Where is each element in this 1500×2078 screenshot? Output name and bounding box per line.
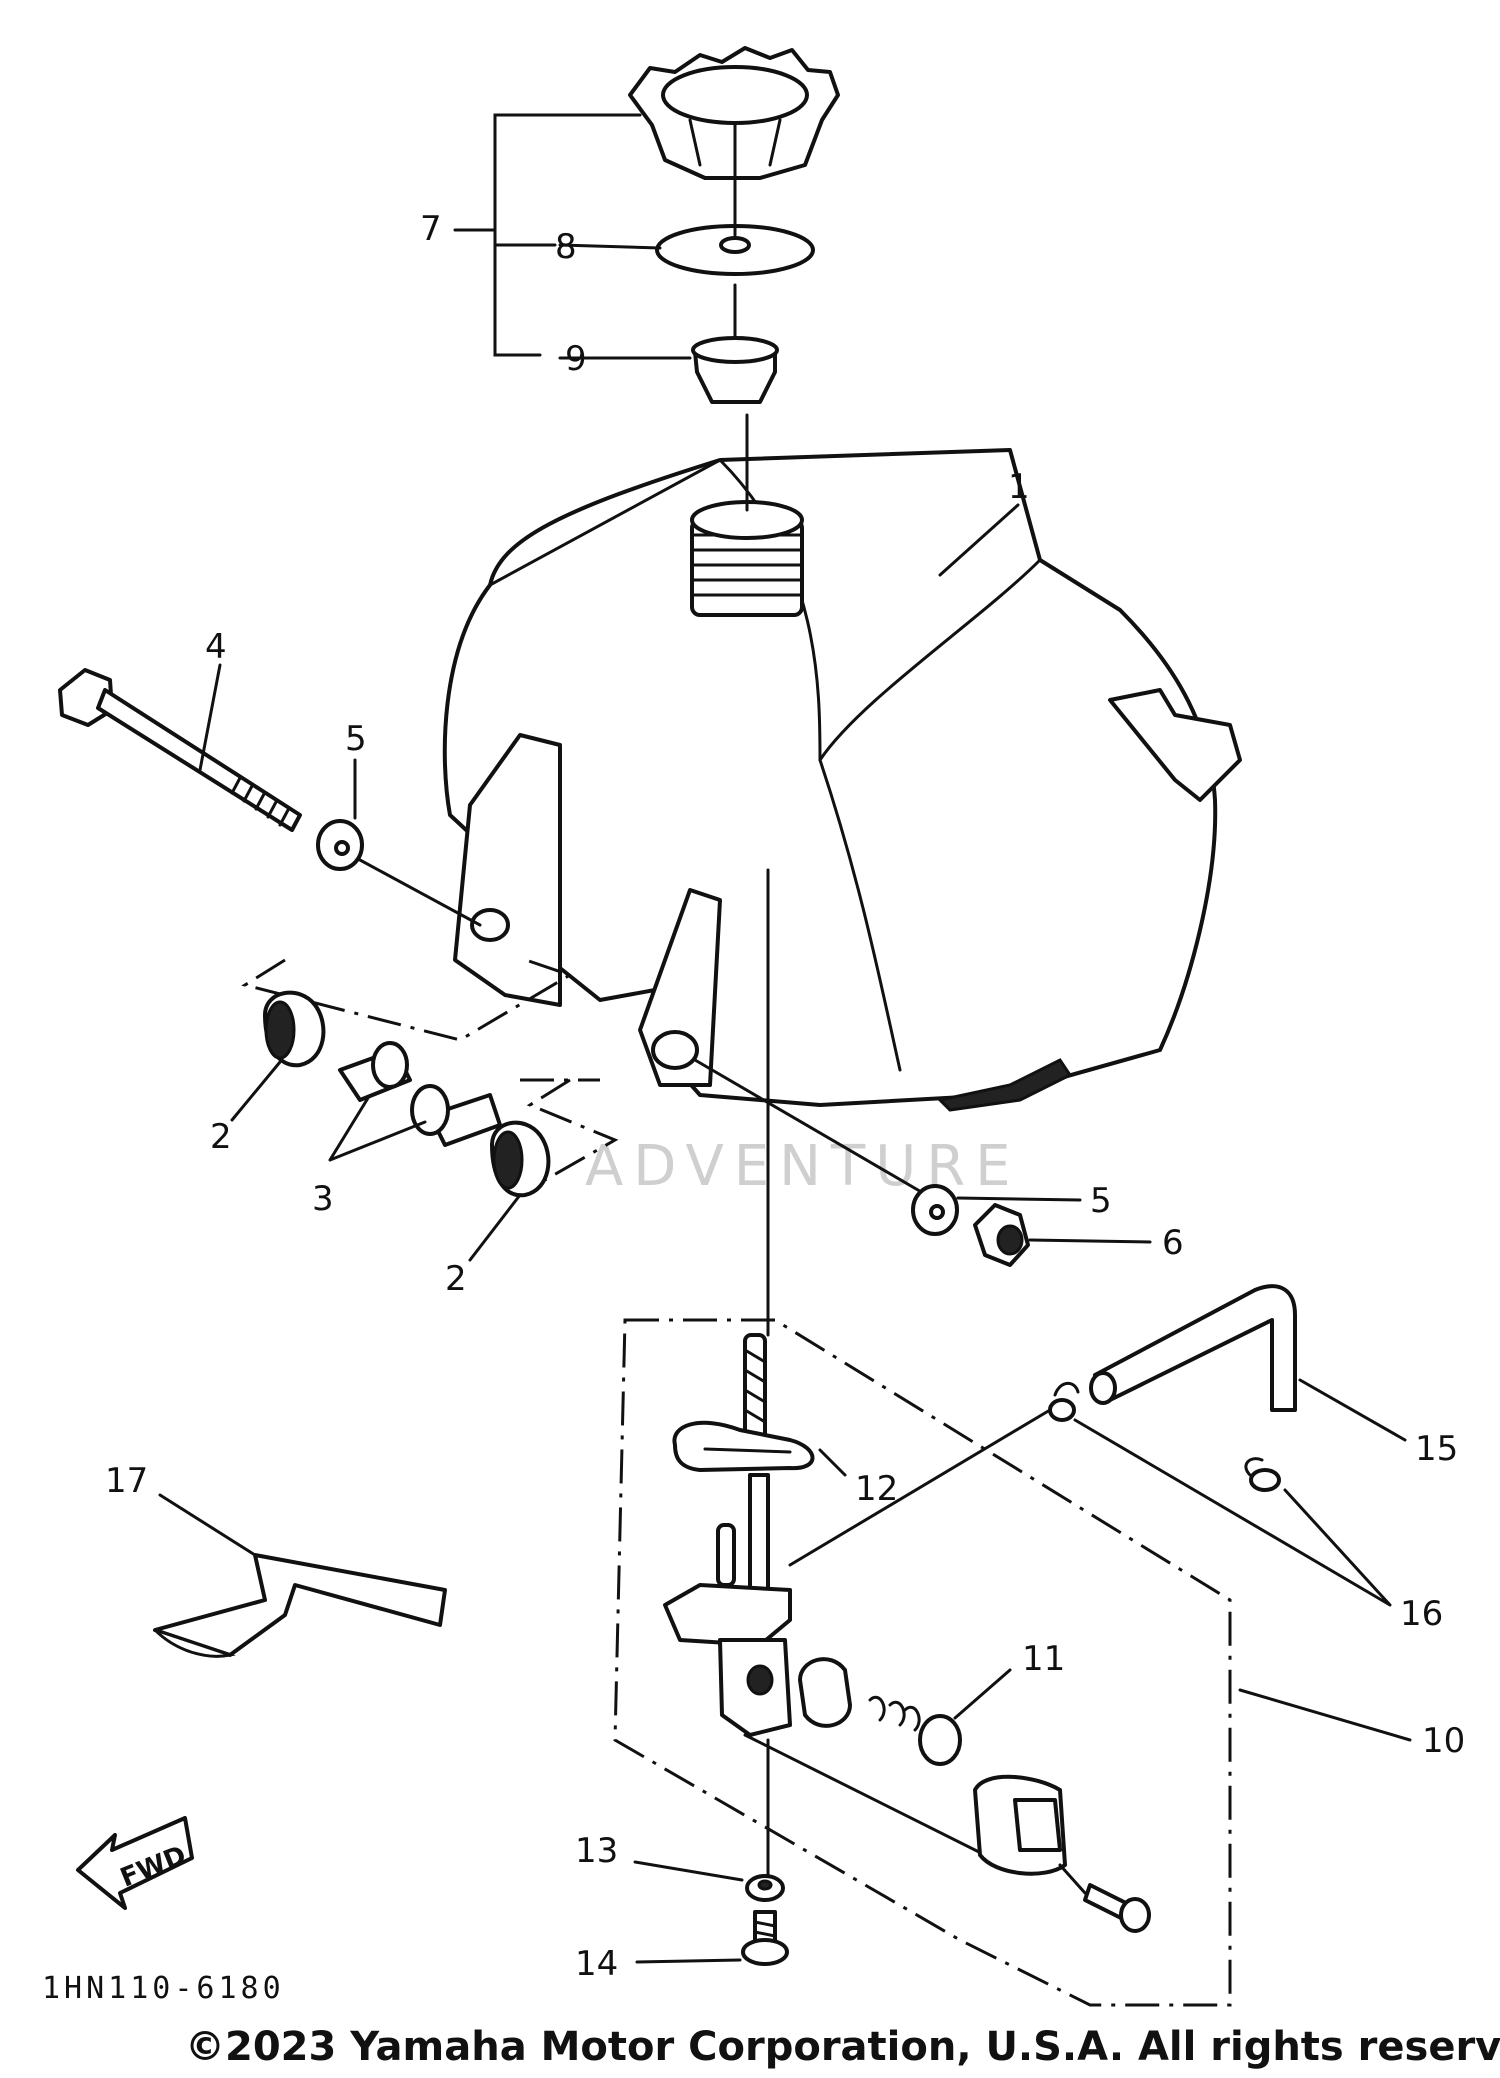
label-2b: 2 — [445, 1259, 467, 1299]
bracket-7 — [453, 113, 642, 357]
diagram-code: 1HN110-6180 — [42, 1971, 285, 2006]
hose-clip-lower[interactable] — [1244, 1457, 1281, 1492]
grommet-upper[interactable] — [230, 990, 326, 1122]
hose-clip-upper[interactable] — [788, 1381, 1080, 1567]
label-11: 11 — [1022, 1639, 1065, 1679]
label-10: 10 — [1422, 1721, 1465, 1761]
label-14: 14 — [575, 1944, 618, 1984]
watermark-text: ADVENTURE — [585, 1134, 1021, 1199]
grommet-lower[interactable] — [468, 1120, 551, 1262]
label-2a: 2 — [210, 1117, 232, 1157]
assembly-frame-left — [241, 956, 574, 1042]
label-12: 12 — [855, 1469, 898, 1509]
cover-plate[interactable] — [973, 1774, 1067, 1876]
collar[interactable] — [328, 1041, 502, 1162]
fuel-filter[interactable] — [672, 1333, 847, 1477]
label-15: 15 — [1415, 1429, 1458, 1469]
cover-screw[interactable] — [1058, 1863, 1151, 1933]
drain-washer[interactable] — [633, 1860, 785, 1902]
fuel-tank[interactable] — [442, 413, 1242, 1112]
washer-right[interactable] — [911, 1184, 1082, 1236]
warning-label[interactable] — [153, 1493, 447, 1658]
label-16: 16 — [1400, 1594, 1443, 1634]
label-17: 17 — [105, 1461, 148, 1501]
copyright-notice: ©2023 Yamaha Motor Corporation, U.S.A. A… — [185, 2024, 1500, 2070]
label-4: 4 — [205, 627, 227, 667]
label-7: 7 — [420, 209, 442, 249]
cap-gasket[interactable] — [655, 173, 815, 276]
fuel-hose[interactable] — [1089, 1284, 1407, 1442]
drain-screw[interactable] — [635, 1910, 789, 1966]
mounting-bolt[interactable] — [58, 663, 302, 832]
label-6: 6 — [1162, 1223, 1184, 1263]
label-5b: 5 — [1090, 1181, 1112, 1221]
label-9: 9 — [565, 339, 587, 379]
fuel-cock[interactable] — [663, 1473, 997, 1862]
washer-left[interactable] — [316, 758, 482, 927]
lever-spring[interactable] — [798, 1657, 1012, 1766]
forward-arrow: FWD — [76, 1816, 194, 1910]
nut[interactable] — [973, 1203, 1152, 1267]
label-5a: 5 — [345, 719, 367, 759]
label-3: 3 — [312, 1179, 334, 1219]
cap-seal[interactable] — [691, 283, 779, 404]
label-13: 13 — [575, 1831, 618, 1871]
fuel-cock-assembly-frame — [613, 1318, 1232, 2007]
fuel-cap[interactable] — [628, 46, 840, 180]
label-1: 1 — [1008, 467, 1030, 507]
assembly-frame-right — [520, 1078, 619, 1182]
label-8: 8 — [555, 227, 577, 267]
